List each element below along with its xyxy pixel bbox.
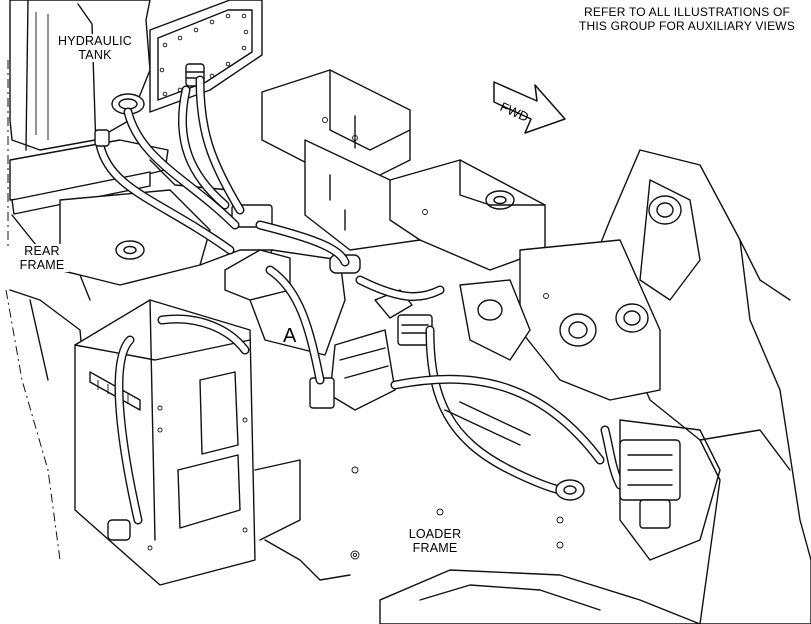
loader-frame-label-line1: LOADER: [408, 527, 462, 541]
reference-note: REFER TO ALL ILLUSTRATIONS OF THIS GROUP…: [563, 5, 811, 33]
loader-frame-label-line2: FRAME: [412, 541, 458, 555]
rear-frame-label-line1: REAR: [24, 244, 60, 258]
reference-note-line1: REFER TO ALL ILLUSTRATIONS OF: [583, 5, 791, 19]
hydraulic-tank-label-line2: TANK: [78, 48, 112, 62]
hydraulic-hoses: [94, 75, 681, 541]
view-a-marker: A: [283, 325, 297, 347]
bolt-heads: [322, 117, 564, 560]
loader-frame-label: LOADER FRAME: [398, 527, 472, 555]
hydraulic-tank-label: HYDRAULIC TANK: [49, 34, 141, 62]
rear-frame-label-line2: FRAME: [19, 258, 65, 272]
reference-note-line2: THIS GROUP FOR AUXILIARY VIEWS: [578, 19, 796, 33]
loader-tower: [379, 149, 811, 624]
hydraulic-tank-label-line1: HYDRAULIC: [57, 34, 133, 48]
fwd-arrow: FWD: [491, 75, 567, 137]
frame-centerline: [5, 60, 61, 561]
rear-frame-label: REAR FRAME: [15, 244, 69, 272]
arrow-icon: [493, 81, 566, 134]
